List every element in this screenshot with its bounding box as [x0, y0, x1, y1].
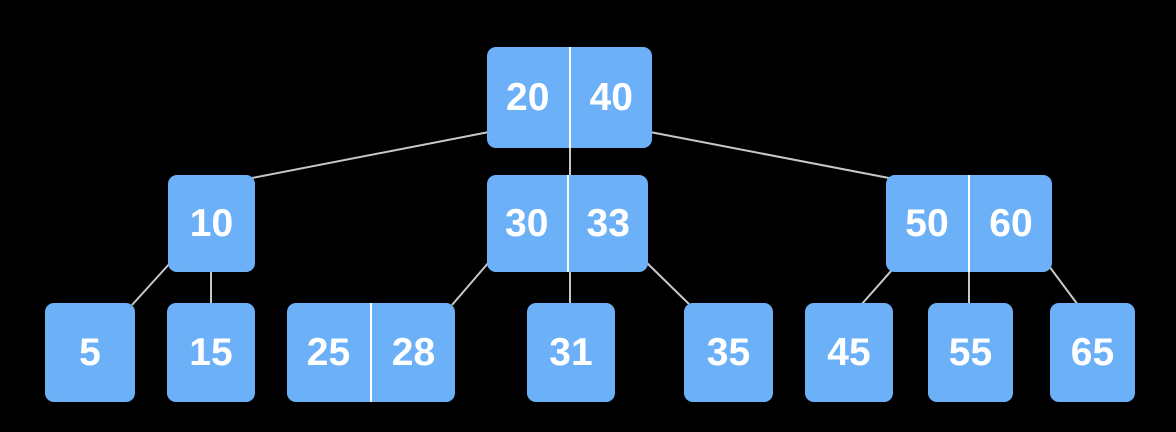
btree-key-cell[interactable]: 40	[568, 47, 653, 148]
btree-key-cell[interactable]: 15	[189, 331, 233, 374]
btree-key-cell[interactable]: 31	[549, 331, 593, 374]
btree-node-internal-right[interactable]: 50 60	[886, 175, 1052, 272]
btree-edge-root-to-50	[649, 131, 890, 179]
btree-key-cell[interactable]: 50	[905, 202, 949, 245]
btree-key-cell[interactable]: 28	[370, 303, 455, 402]
btree-key-cell[interactable]: 20	[506, 76, 550, 119]
btree-key-cell[interactable]: 55	[948, 331, 993, 374]
btree-key-cell[interactable]: 35	[706, 331, 751, 374]
btree-key-cell[interactable]: 10	[189, 202, 234, 245]
btree-key-cell[interactable]: 65	[1070, 331, 1115, 374]
btree-edge-n3033-to-2528	[451, 261, 490, 306]
btree-node-leaf-35[interactable]: 35	[684, 303, 773, 402]
btree-key-cell[interactable]: 60	[968, 175, 1052, 272]
btree-key-cell[interactable]: 25	[306, 331, 351, 374]
btree-node-leaf-5[interactable]: 5	[45, 303, 135, 402]
btree-key-cell[interactable]: 45	[827, 331, 871, 374]
btree-node-internal-left[interactable]: 10	[168, 175, 255, 272]
btree-node-leaf-25-28[interactable]: 25 28	[287, 303, 455, 402]
btree-node-leaf-55[interactable]: 55	[928, 303, 1013, 402]
btree-key-cell[interactable]: 30	[505, 202, 549, 245]
btree-node-leaf-45[interactable]: 45	[805, 303, 893, 402]
btree-node-leaf-15[interactable]: 15	[167, 303, 255, 402]
btree-edge-n10-to-5	[131, 261, 172, 306]
btree-edge-root-to-10	[251, 131, 490, 179]
btree-key-cell[interactable]: 5	[79, 331, 101, 374]
btree-node-leaf-31[interactable]: 31	[527, 303, 615, 402]
btree-node-leaf-65[interactable]: 65	[1050, 303, 1135, 402]
btree-edge-n3033-to-35	[645, 261, 691, 306]
btree-key-cell[interactable]: 33	[566, 175, 649, 272]
btree-node-internal-middle[interactable]: 30 33	[487, 175, 648, 272]
